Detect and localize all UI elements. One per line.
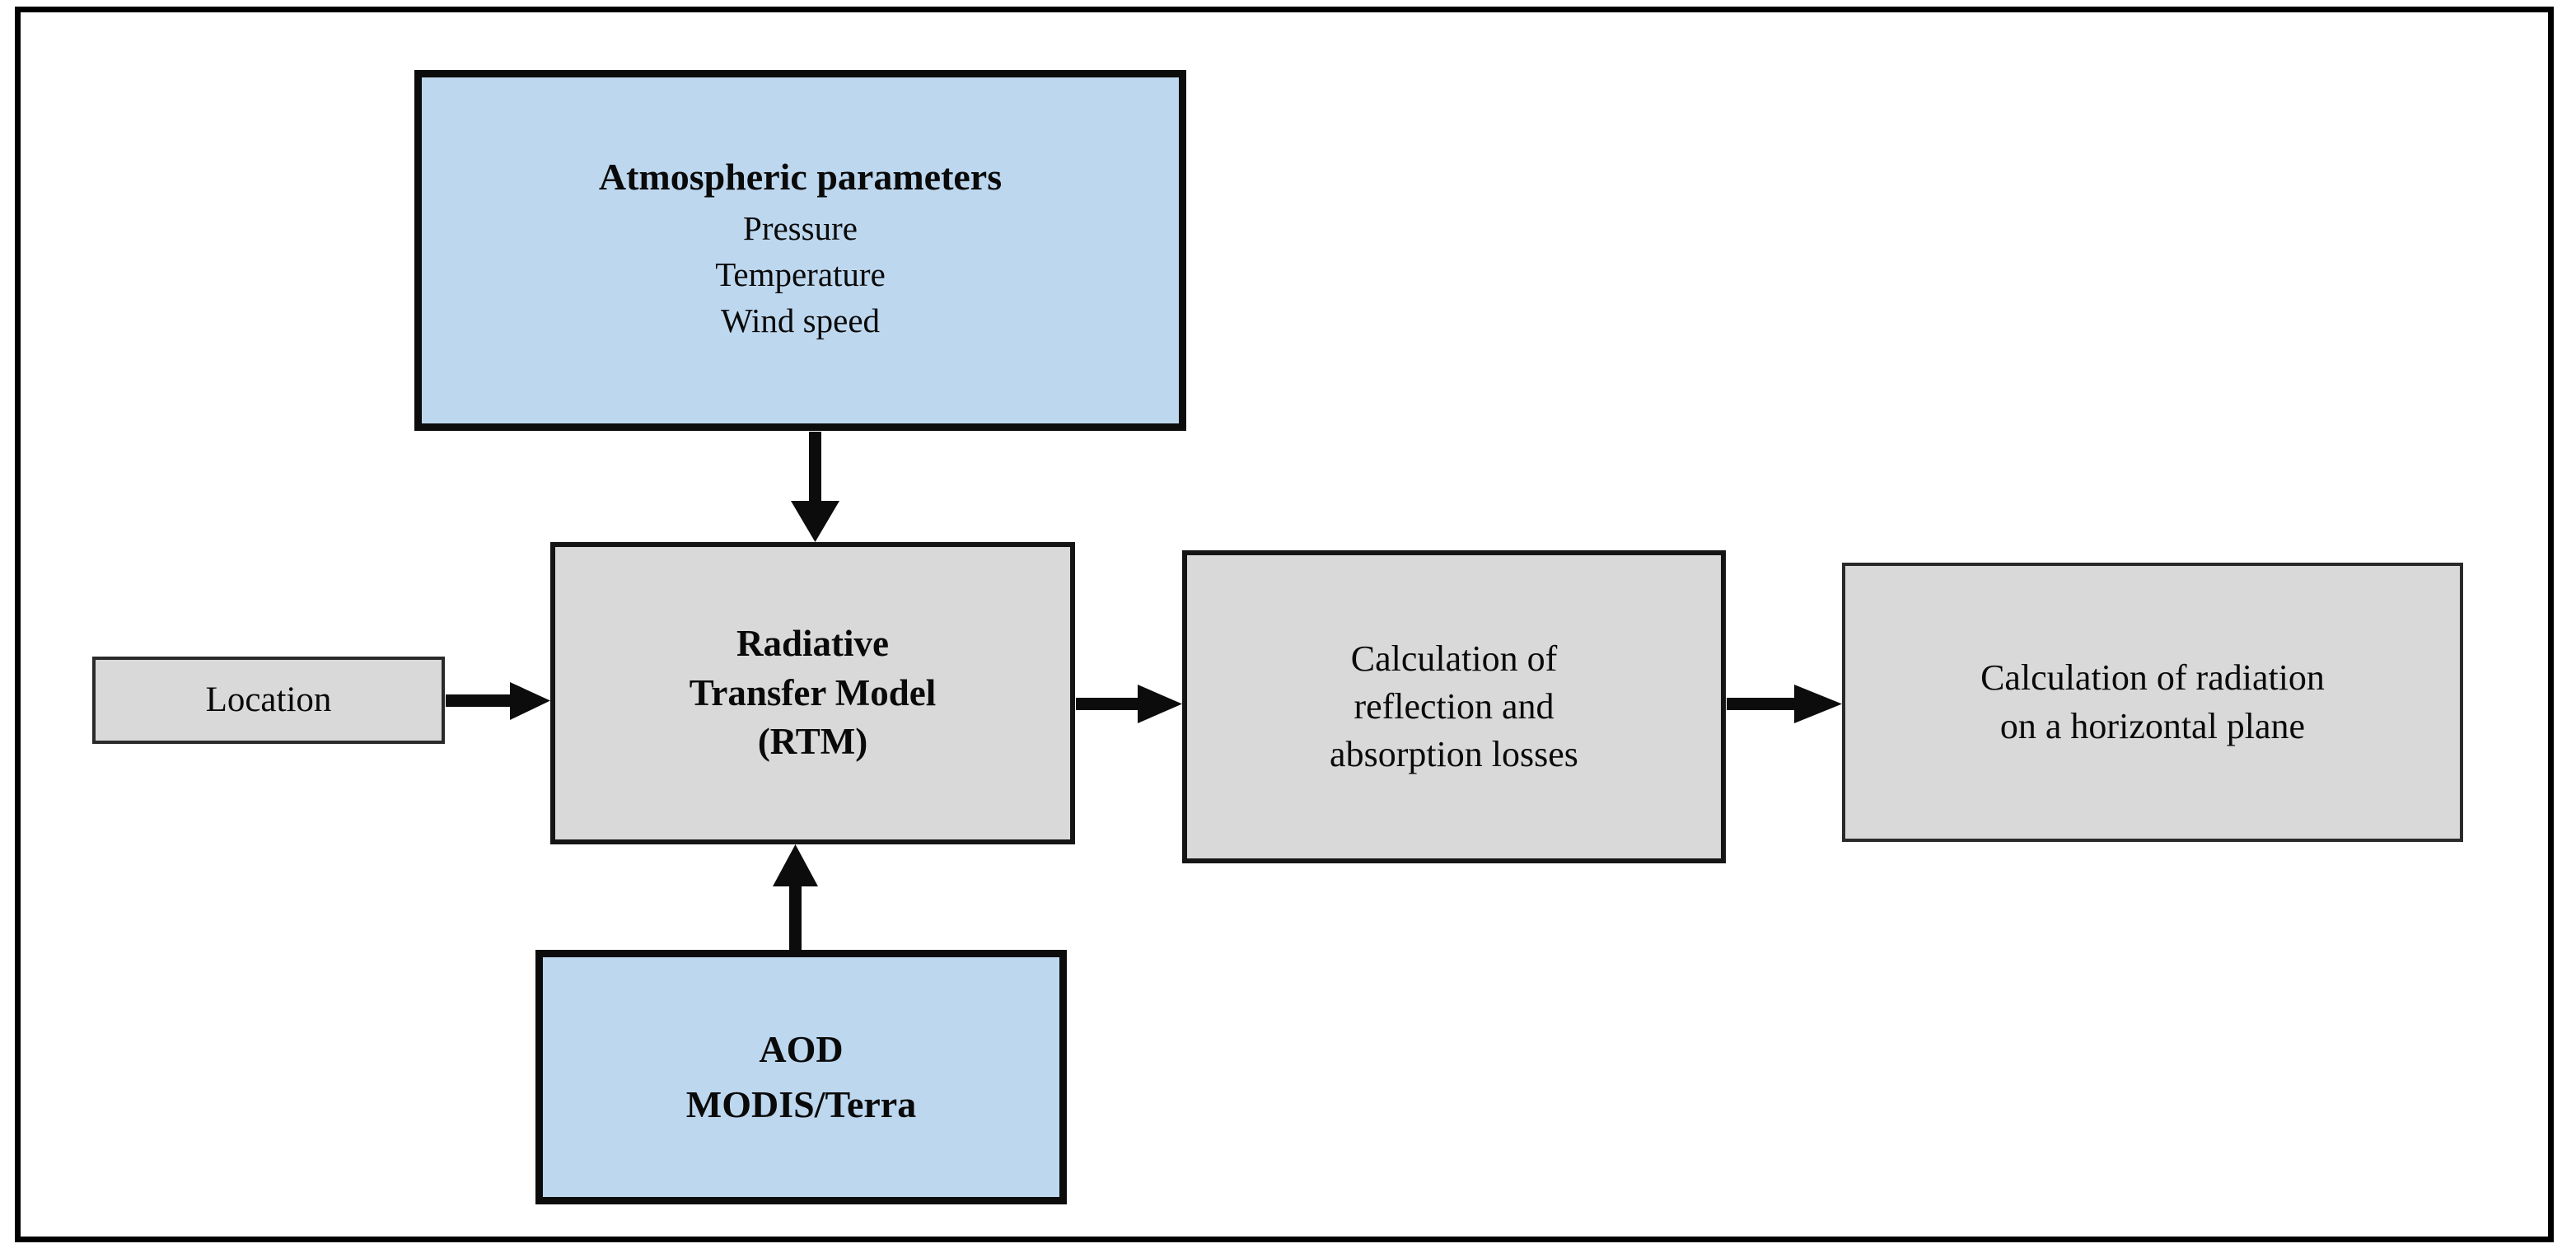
node-aod-line-2: MODIS/Terra [685, 1082, 917, 1125]
node-location[interactable]: Location [92, 657, 445, 744]
node-atmospheric-parameters[interactable]: Atmospheric parameters Pressure Temperat… [414, 70, 1186, 431]
node-location-label: Location [205, 680, 332, 719]
node-radiation-horizontal-plane[interactable]: Calculation of radiation on a horizontal… [1842, 563, 2463, 842]
node-atmospheric-title: Atmospheric parameters [598, 156, 1003, 199]
node-radiative-transfer-model[interactable]: Radiative Transfer Model (RTM) [550, 542, 1075, 844]
node-aod-line-1: AOD [759, 1027, 844, 1070]
node-reflection-absorption-losses[interactable]: Calculation of reflection and absorption… [1182, 550, 1726, 863]
node-losses-line-2: reflection and [1353, 685, 1554, 727]
node-atmospheric-item-wind-speed: Wind speed [720, 302, 881, 340]
node-rtm-line-2: Transfer Model [689, 671, 937, 713]
node-horizontal-line-2: on a horizontal plane [1999, 705, 2306, 746]
node-aod-modis-terra[interactable]: AOD MODIS/Terra [535, 950, 1067, 1204]
node-atmospheric-item-temperature: Temperature [715, 255, 886, 294]
node-atmospheric-item-pressure: Pressure [743, 209, 858, 248]
node-rtm-line-1: Radiative [736, 622, 889, 664]
node-losses-line-1: Calculation of [1350, 638, 1558, 679]
node-rtm-line-3: (RTM) [757, 721, 868, 763]
node-horizontal-line-1: Calculation of radiation [1980, 657, 2325, 699]
node-losses-line-3: absorption losses [1330, 734, 1578, 775]
